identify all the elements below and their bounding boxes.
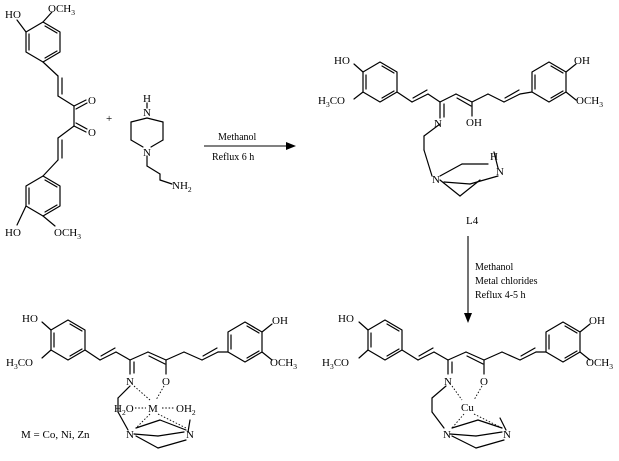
arrow2-reagent: Methanol: [475, 262, 514, 273]
m-ring-n-right: N: [186, 429, 194, 441]
l4-left-hydroxyl: HO: [334, 55, 350, 67]
curcumin-top-ring: [25, 21, 61, 63]
cu-ring-n-left: N: [443, 429, 451, 441]
arrow1-condition: Reflux 6 h: [212, 152, 254, 163]
curcumin-ketone-upper: O: [88, 95, 96, 107]
complex-cu: HO H3CO OH OCH3 N O Cu N N: [322, 313, 613, 449]
m-metal-center: M: [148, 403, 158, 415]
m-left-hydroxyl: HO: [22, 313, 38, 325]
l4-ring-nh-h: H: [490, 151, 498, 163]
amine-terminal-nh2: NH2: [172, 180, 192, 194]
cu-imine-n: N: [444, 376, 452, 388]
l4-compound-label: L4: [466, 215, 479, 227]
curcumin-bottom-ring: [25, 175, 61, 217]
cu-ring-n-right: N: [503, 429, 511, 441]
m-enolate-o: O: [162, 376, 170, 388]
arrow2-metal-source: Metal chlorides: [475, 276, 538, 287]
amine-ring-n-bottom: N: [143, 147, 151, 159]
m-water-right: OH2: [176, 403, 196, 417]
l4-ring-nh-n: N: [496, 166, 504, 178]
l4-imine-n: N: [434, 118, 442, 130]
plus-sign: +: [106, 113, 112, 125]
l4-right-methoxy: OCH3: [576, 95, 603, 109]
cu-enolate-o: O: [480, 376, 488, 388]
reaction-arrow-2: Methanol Metal chlorides Reflux 4-5 h: [464, 236, 538, 323]
l4-enol-oh: OH: [466, 117, 482, 129]
cu-right-methoxy: OCH3: [586, 357, 613, 371]
curcumin-top-methoxy: OCH3: [48, 3, 75, 17]
m-water-left: H2O: [114, 403, 134, 417]
l4-ring-n: N: [432, 174, 440, 186]
m-ring-n-left: N: [126, 429, 134, 441]
m-left-methoxy: H3CO: [6, 357, 33, 371]
m-right-hydroxyl: OH: [272, 315, 288, 327]
curcumin-top-hydroxyl: HO: [5, 9, 21, 21]
cu-left-methoxy: H3CO: [322, 357, 349, 371]
complex-m: HO H3CO OH OCH3 N O M H2O OH2 N N M = Co…: [6, 313, 297, 449]
reactant-curcumin: HO OCH3 O O HO OCH3: [5, 3, 96, 241]
arrow1-reagent: Methanol: [218, 132, 257, 143]
curcumin-bottom-hydroxyl: HO: [5, 227, 21, 239]
curcumin-ketone-lower: O: [88, 127, 96, 139]
m-imine-n: N: [126, 376, 134, 388]
amine-ring-n-top: N: [143, 107, 151, 119]
cu-left-hydroxyl: HO: [338, 313, 354, 325]
l4-left-methoxy: H3CO: [318, 95, 345, 109]
cu-right-hydroxyl: OH: [589, 315, 605, 327]
l4-right-hydroxyl: OH: [574, 55, 590, 67]
product-l4: HO H3CO N OH OH OCH3 N N H L4: [318, 55, 603, 227]
amine-ring-nh: H: [143, 93, 151, 105]
reactant-amine: H N N NH2: [130, 93, 192, 194]
cu-metal-center: Cu: [461, 402, 474, 414]
arrow2-condition: Reflux 4-5 h: [475, 290, 526, 301]
m-metal-definition: M = Co, Ni, Zn: [21, 429, 90, 441]
reaction-arrow-1: Methanol Reflux 6 h: [204, 132, 296, 163]
curcumin-bottom-methoxy: OCH3: [54, 227, 81, 241]
m-right-methoxy: OCH3: [270, 357, 297, 371]
